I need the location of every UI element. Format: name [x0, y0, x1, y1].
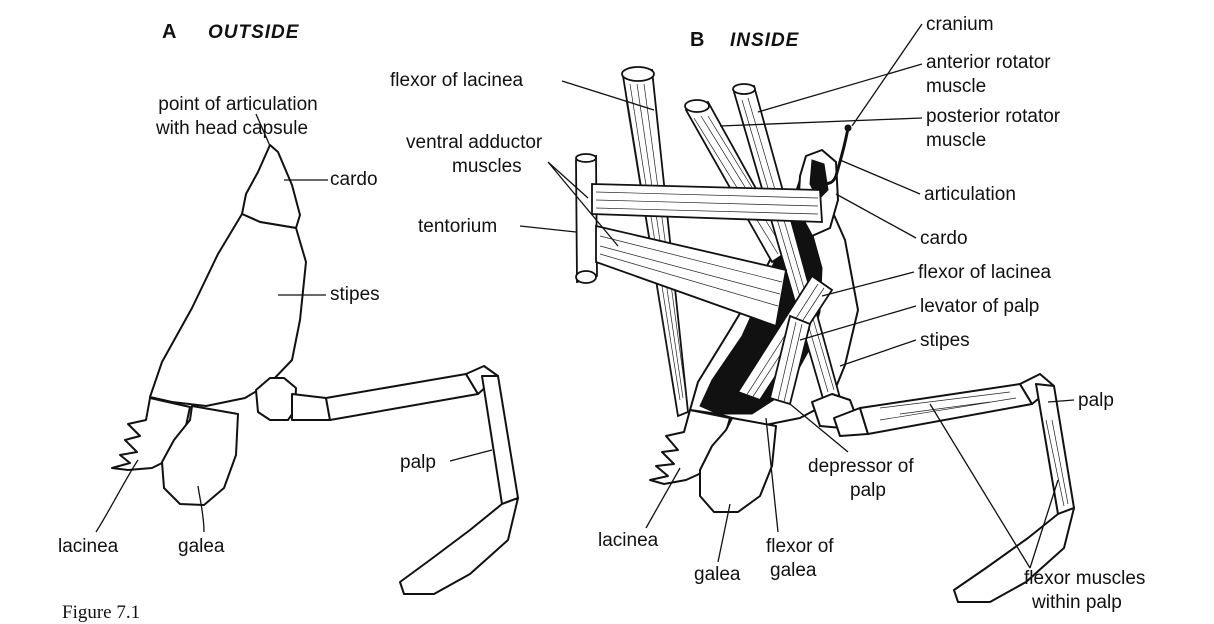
panel-a-palp-label: palp — [400, 452, 436, 473]
panel-b-flexor-lacinea-top-label: flexor of lacinea — [390, 70, 524, 91]
panel-b-ventral-adductor-label-2: muscles — [452, 156, 522, 177]
panel-b-galea-label: galea — [694, 564, 741, 585]
panel-b-title: INSIDE — [730, 30, 800, 51]
panel-b-posterior-rotator-label-1: posterior rotator — [926, 106, 1061, 127]
panel-a-cardo-shape — [242, 145, 300, 228]
panel-a-letter: A — [162, 21, 176, 43]
panel-a-cardo-label: cardo — [330, 169, 378, 190]
panel-a-stipes-label: stipes — [330, 284, 380, 305]
panel-a-palpifer-shape — [256, 378, 296, 420]
panel-b-articulation-label: articulation — [924, 184, 1016, 205]
panel-a-title: OUTSIDE — [208, 22, 300, 43]
panel-b-flexor-lacinea-right-label: flexor of lacinea — [918, 262, 1052, 283]
panel-a-articulation-label-1: point of articulation — [158, 94, 318, 115]
panel-b-ventral-adductor-label-1: ventral adductor — [406, 132, 543, 153]
panel-a-palp-seg2 — [326, 374, 478, 420]
panel-a-palp-seg5 — [400, 498, 518, 594]
panel-b-letter: B — [690, 29, 704, 51]
panel-b-lacinea-label: lacinea — [598, 530, 659, 551]
panel-b-palp-label: palp — [1078, 390, 1114, 411]
panel-b-tentorium-label: tentorium — [418, 216, 497, 237]
panel-a-articulation-label-2: with head capsule — [155, 118, 308, 139]
panel-b-palp-seg4 — [1036, 384, 1074, 514]
panel-b-depressor-label-1: depressor of — [808, 456, 914, 477]
panel-b-anterior-rotator-label-1: anterior rotator — [926, 52, 1051, 73]
panel-b-flexor-galea-label-1: flexor of — [766, 536, 834, 557]
panel-b-stipes-label: stipes — [920, 330, 970, 351]
panel-b-anterior-rotator-label-2: muscle — [926, 76, 986, 97]
panel-b-cranium-label: cranium — [926, 14, 994, 35]
panel-b-flexor-muscles-label-1: flexor muscles — [1024, 568, 1145, 589]
panel-a-palp-seg4 — [482, 376, 518, 504]
panel-b-flexor-muscles-label-2: within palp — [1031, 592, 1122, 613]
panel-b-tentorium-shape — [576, 156, 597, 282]
panel-a-galea-label: galea — [178, 536, 225, 557]
panel-a: A OUTSIDE point of articulation with hea… — [58, 21, 518, 594]
panel-a-palp-seg1 — [292, 394, 330, 420]
panel-b-levator-palp-label: levator of palp — [920, 296, 1039, 317]
figure-caption: Figure 7.1 — [62, 602, 140, 623]
panel-b-flexor-galea-label-2: galea — [770, 560, 817, 581]
panel-a-lacinea-label: lacinea — [58, 536, 119, 557]
panel-b-depressor-label-2: palp — [850, 480, 886, 501]
panel-b-cardo-label: cardo — [920, 228, 968, 249]
panel-b-posterior-rotator-label-2: muscle — [926, 130, 986, 151]
